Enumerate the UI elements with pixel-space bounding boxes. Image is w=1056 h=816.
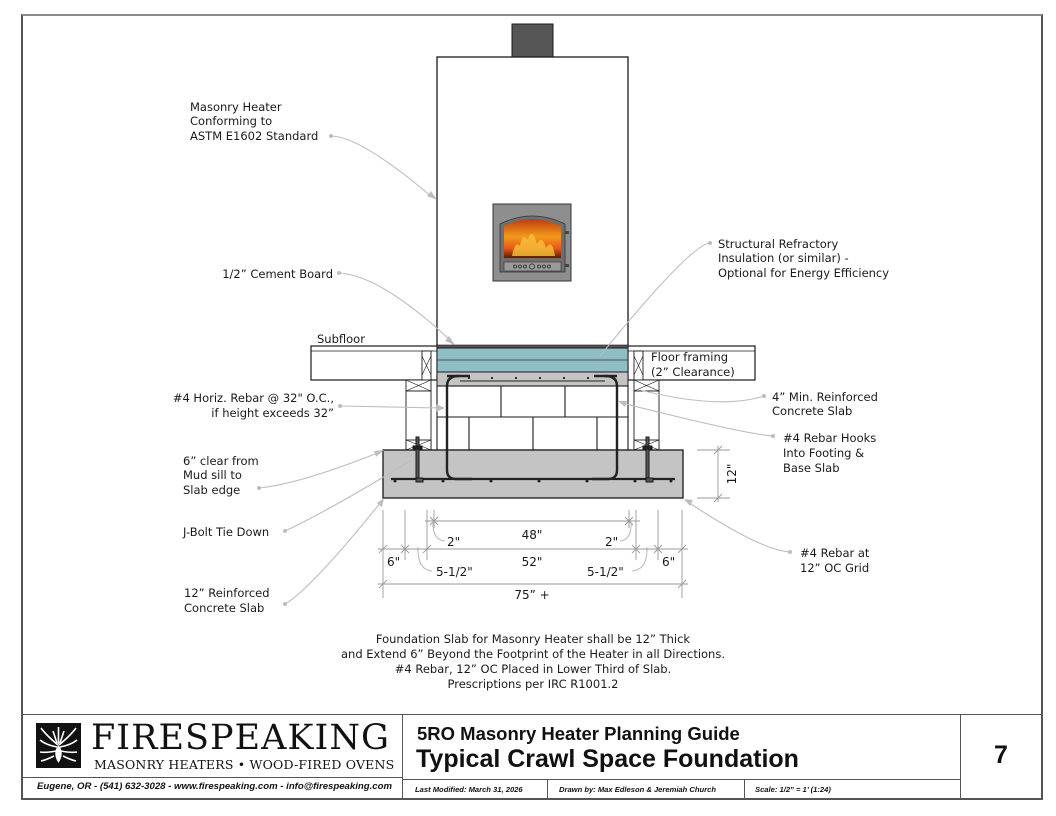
contact-row: Eugene, OR - (541) 632-3028 - www.firesp… [23, 777, 402, 799]
dim-48-label: 48" [522, 528, 543, 542]
svg-text:#4 Rebar Hooks: #4 Rebar Hooks [783, 431, 876, 445]
callout-reinforced-slab: 12” Reinforced Concrete Slab [184, 586, 270, 615]
dim-5-5-right-label: 5-1/2" [587, 565, 624, 579]
subfloor-right [627, 345, 756, 381]
svg-text:Masonry Heater: Masonry Heater [190, 100, 282, 114]
svg-text:Structural Refractory: Structural Refractory [718, 237, 839, 251]
drawn-by: Drawn by: Max Edleson & Jeremiah Church [548, 780, 745, 799]
block-wall [436, 385, 629, 451]
dim-75-label: 75” + [514, 588, 549, 602]
svg-text:if height exceeds 32”: if height exceeds 32” [211, 406, 334, 420]
callout-refractory: Structural Refractory Insulation (or sim… [718, 237, 889, 280]
svg-text:Prescriptions per IRC R1001.2: Prescriptions per IRC R1001.2 [448, 677, 619, 691]
page-number: 7 [994, 741, 1008, 769]
svg-text:and Extend 6” Beyond the Footp: and Extend 6” Beyond the Footprint of th… [341, 647, 725, 661]
svg-text:Floor framing: Floor framing [651, 350, 728, 364]
svg-text:12” OC Grid: 12” OC Grid [800, 561, 869, 575]
callout-j-bolt: J-Bolt Tie Down [182, 525, 269, 539]
callout-cement-board: 1/2” Cement Board [222, 267, 333, 281]
svg-text:12” Reinforced: 12” Reinforced [184, 586, 270, 600]
svg-text:Optional for Energy Efficiency: Optional for Energy Efficiency [718, 266, 889, 280]
svg-text:6” clear from: 6” clear from [183, 454, 259, 468]
callout-clear-from-sill: 6” clear from Mud sill to Slab edge [183, 454, 259, 497]
dim-6-left-label: 6" [387, 555, 400, 569]
callout-floor-framing: Floor framing (2” Clearance) [651, 350, 735, 379]
svg-text:Base Slab: Base Slab [783, 461, 840, 475]
callout-horiz-rebar: #4 Horiz. Rebar @ 32" O.C., if height ex… [173, 391, 334, 420]
svg-text:4” Min. Reinforced: 4” Min. Reinforced [772, 390, 878, 404]
firespeaking-logo-icon [36, 723, 81, 768]
dim-2-right-label: 2" [605, 535, 618, 549]
drawing-sheet-border [21, 14, 1043, 800]
callout-subfloor: Subfloor [317, 332, 365, 346]
svg-text:Insulation (or similar) -: Insulation (or similar) - [718, 251, 849, 265]
dim-slab-thickness: 12" [697, 445, 739, 503]
sheet-title: Typical Crawl Space Foundation [416, 745, 799, 773]
callout-rebar-grid: #4 Rebar at 12” OC Grid [800, 546, 870, 575]
rebar-hooks [445, 374, 619, 481]
page-number-panel: 7 [961, 715, 1041, 799]
guide-title: 5RO Masonry Heater Planning Guide [417, 723, 740, 744]
svg-text:Mud sill to: Mud sill to [183, 468, 242, 482]
svg-text:Foundation Slab for Masonry He: Foundation Slab for Masonry Heater shall… [376, 632, 691, 646]
fire-door-icon [492, 203, 572, 282]
svg-text:#4 Rebar at: #4 Rebar at [800, 546, 870, 560]
contact-info: Eugene, OR - (541) 632-3028 - www.firesp… [37, 781, 393, 792]
title-block: FIRESPEAKING MASONRY HEATERS • WOOD-FIRE… [23, 714, 1041, 799]
title-panel: 5RO Masonry Heater Planning Guide Typica… [403, 715, 961, 799]
leader-lines [257, 134, 792, 606]
dim-2-left-label: 2" [447, 535, 460, 549]
svg-text:Into Footing &: Into Footing & [783, 446, 864, 460]
dim-12-label: 12" [725, 464, 739, 485]
brand-name: FIRESPEAKING [91, 718, 390, 758]
min-reinforced-slab [436, 371, 629, 387]
callout-masonry-heater: Masonry Heater Conforming to ASTM E1602 … [190, 100, 318, 143]
scale: Scale: 1/2” = 1’ (1:24) [755, 785, 831, 794]
logo-panel: FIRESPEAKING MASONRY HEATERS • WOOD-FIRE… [23, 715, 403, 799]
general-notes: Foundation Slab for Masonry Heater shall… [341, 632, 725, 691]
chimney [511, 23, 554, 59]
j-bolt-right [642, 436, 654, 483]
callout-min-slab: 4” Min. Reinforced Concrete Slab [772, 390, 878, 418]
masonry-heater-body [436, 56, 629, 348]
svg-text:(2” Clearance): (2” Clearance) [651, 365, 735, 379]
last-modified: Last Modified: March 31, 2026 [403, 780, 548, 799]
reinforced-concrete-slab [382, 449, 684, 499]
brand-tagline: MASONRY HEATERS • WOOD-FIRED OVENS [94, 757, 395, 772]
svg-text:ASTM E1602 Standard: ASTM E1602 Standard [190, 129, 318, 143]
dim-horizontal: 48" 2" 2" 6" 6" 52" 5-1/2" 5-1/2" 75” + [378, 510, 688, 602]
dim-5-5-left-label: 5-1/2" [436, 565, 473, 579]
svg-text:Slab edge: Slab edge [183, 483, 240, 497]
svg-text:#4 Rebar, 12” OC Placed in Low: #4 Rebar, 12” OC Placed in Lower Third o… [395, 662, 672, 676]
svg-text:Conforming to: Conforming to [190, 114, 272, 128]
svg-text:Concrete Slab: Concrete Slab [184, 601, 264, 615]
svg-text:Concrete Slab: Concrete Slab [772, 404, 852, 418]
j-bolt-left [412, 436, 424, 483]
dim-6-right-label: 6" [662, 555, 675, 569]
subfloor-left [310, 345, 438, 381]
meta-row: Last Modified: March 31, 2026 Drawn by: … [403, 779, 960, 799]
callout-rebar-hooks: #4 Rebar Hooks Into Footing & Base Slab [783, 431, 876, 475]
dim-52-label: 52" [522, 555, 543, 569]
svg-text:#4 Horiz. Rebar @ 32" O.C.,: #4 Horiz. Rebar @ 32" O.C., [173, 391, 334, 405]
